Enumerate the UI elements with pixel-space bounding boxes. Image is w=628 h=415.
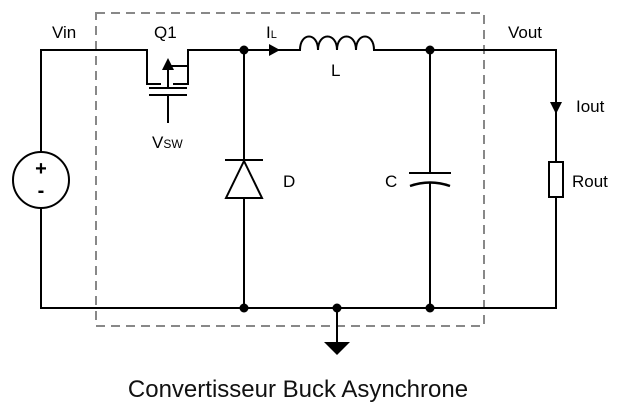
inductor-l <box>298 35 376 52</box>
inductor-current-arrow <box>269 44 280 56</box>
label-iout: Iout <box>576 97 605 116</box>
label-q1: Q1 <box>154 23 177 42</box>
mosfet-q1 <box>146 49 189 123</box>
label-vout: Vout <box>508 23 542 42</box>
label-vin: Vin <box>52 23 76 42</box>
label-rout: Rout <box>572 172 608 191</box>
label-inductor: L <box>331 61 340 80</box>
label-il: IL <box>266 23 277 42</box>
source-minus-sign: - <box>38 180 45 202</box>
capacitor-c <box>409 49 451 309</box>
output-current-arrow <box>550 102 562 114</box>
diagram-caption: Convertisseur Buck Asynchrone <box>128 376 468 403</box>
label-vsw: VSW <box>152 133 183 152</box>
label-vsw-sub: SW <box>163 137 183 151</box>
label-il-sub: L <box>271 29 277 41</box>
converter-boundary-box <box>95 12 485 327</box>
diode-ground-node-dot <box>239 303 249 313</box>
capacitor-ground-node-dot <box>425 303 435 313</box>
voltage-source: + - <box>12 49 70 309</box>
label-il-main: I <box>266 23 271 42</box>
diode-d <box>224 49 264 309</box>
label-vsw-main: V <box>152 133 164 152</box>
ground-symbol <box>324 307 350 355</box>
label-capacitor: C <box>385 172 397 191</box>
resistor-rout <box>548 49 564 309</box>
source-plus-sign: + <box>35 158 47 180</box>
label-diode: D <box>283 172 295 191</box>
